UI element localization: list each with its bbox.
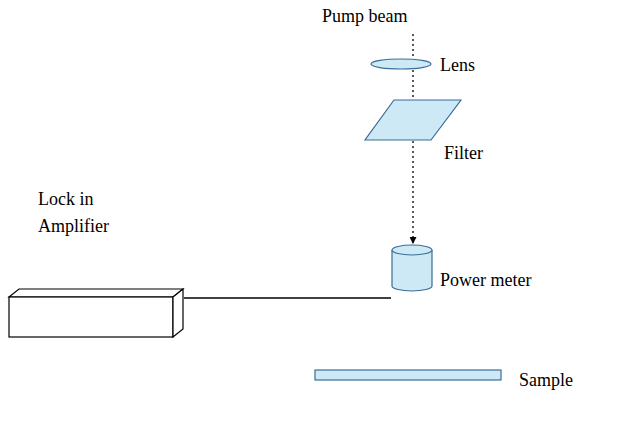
filter-shape: Filter — [364, 99, 462, 141]
pump-beam-line — [412, 34, 413, 57]
beam-path — [412, 70, 413, 99]
lens-shape-outline — [370, 58, 432, 70]
sample-plate-outline — [314, 369, 502, 381]
amplifier-box: Lock in Amplifier — [8, 288, 184, 338]
part-label: Lens — [440, 55, 475, 77]
amplifier-box-outline — [8, 288, 184, 338]
part-label: Lock in Amplifier — [38, 186, 138, 240]
power-meter-outline — [391, 244, 433, 292]
filter-shape-outline — [364, 99, 462, 141]
lens-shape: Lens — [370, 58, 432, 70]
sample-plate: Sample — [314, 369, 502, 381]
part-label: Filter — [444, 143, 483, 165]
power-meter: Power meter — [391, 244, 433, 292]
part-label: Power meter — [440, 270, 531, 292]
beam-path — [412, 141, 413, 244]
signal-wire — [184, 297, 391, 298]
beam-label: Pump beam — [322, 6, 408, 28]
part-label: Sample — [519, 370, 573, 392]
